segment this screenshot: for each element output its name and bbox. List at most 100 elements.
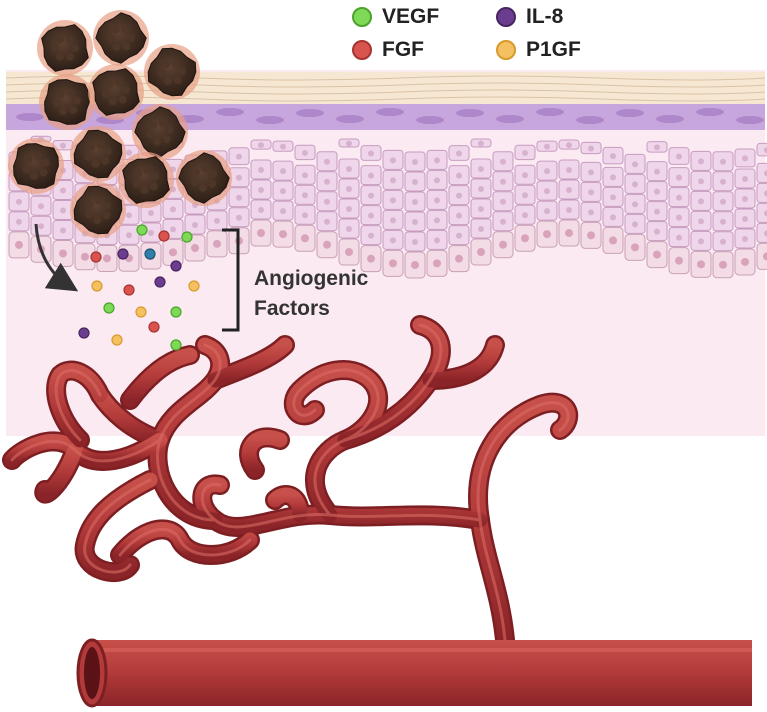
tumor-texture: [30, 171, 39, 180]
fgf-swatch: [352, 40, 372, 60]
tumor-texture: [126, 33, 135, 42]
tumor-cell-icon: [132, 104, 188, 160]
tumor-texture: [199, 183, 208, 192]
cell-nucleus: [345, 247, 353, 256]
tumor-texture: [71, 44, 79, 52]
tumor-texture: [39, 168, 48, 177]
cell-nucleus: [301, 234, 309, 243]
cell-nucleus: [500, 218, 506, 225]
cell-nucleus: [390, 157, 396, 164]
angiogenic-factor-dots: [78, 224, 200, 351]
cell-nucleus: [654, 208, 660, 215]
tumor-texture: [134, 169, 143, 178]
tumor-texture: [102, 211, 111, 220]
cell-nucleus: [148, 229, 154, 236]
cell-nucleus: [632, 221, 638, 228]
cell-nucleus: [367, 254, 375, 263]
factor-dot: [135, 306, 147, 318]
cell-nucleus: [676, 214, 682, 221]
cell-nucleus: [698, 198, 704, 205]
cell-nucleus: [258, 207, 264, 214]
cell-nucleus: [16, 218, 22, 225]
cell-nucleus: [389, 259, 397, 268]
tumor-texture: [51, 44, 59, 52]
cell-nucleus: [324, 198, 330, 205]
cell-nucleus: [742, 175, 748, 182]
tumor-texture: [96, 140, 105, 149]
cell-nucleus: [742, 235, 748, 242]
tumor-texture: [53, 99, 62, 108]
epithelial-cell: [756, 162, 767, 183]
cell-nucleus: [764, 230, 767, 237]
cell-nucleus: [390, 237, 396, 244]
cell-nucleus: [610, 194, 616, 201]
tumor-body: [73, 129, 123, 179]
cell-nucleus: [500, 158, 506, 165]
cell-nucleus: [742, 215, 748, 222]
cell-nucleus: [478, 165, 484, 172]
cell-nucleus: [433, 259, 441, 268]
tumor-texture: [59, 107, 68, 116]
cell-nucleus: [478, 140, 484, 147]
cell-nucleus: [654, 144, 660, 151]
legend-item-vegf: VEGF: [352, 5, 439, 29]
cell-nucleus: [280, 208, 286, 215]
tumor-texture: [173, 76, 182, 85]
tumor-texture: [56, 90, 65, 99]
cell-nucleus: [544, 188, 550, 195]
cell-nucleus: [412, 159, 418, 165]
cell-nucleus: [434, 157, 440, 164]
annotation-line2: Factors: [254, 297, 330, 320]
factor-dot: [78, 327, 90, 339]
cell-nucleus: [588, 189, 594, 196]
p1gf-swatch: [496, 40, 516, 60]
cell-nucleus: [698, 178, 704, 185]
tumor-texture: [153, 137, 162, 146]
cell-nucleus: [236, 214, 242, 221]
cell-nucleus: [631, 243, 639, 252]
tumor-cell-icon: [37, 20, 93, 76]
bracket-icon: [222, 228, 240, 332]
legend-label: P1GF: [526, 38, 581, 61]
factor-dot: [170, 339, 182, 351]
cell-nucleus: [676, 194, 682, 201]
cell-nucleus: [764, 170, 767, 177]
cell-nucleus: [213, 239, 221, 248]
cell-nucleus: [60, 227, 66, 234]
cell-nucleus: [544, 143, 550, 150]
tumor-texture: [101, 156, 110, 165]
cell-nucleus: [675, 256, 683, 265]
cell-nucleus: [169, 248, 177, 257]
factor-dot: [123, 284, 135, 296]
factor-dot: [117, 248, 129, 260]
tumor-texture: [149, 120, 158, 129]
tumor-texture: [108, 97, 117, 106]
cell-nucleus: [499, 240, 507, 249]
cell-nucleus: [720, 218, 726, 225]
tumor-body: [147, 47, 197, 97]
cell-nucleus: [368, 172, 374, 179]
cell-nucleus: [456, 192, 462, 199]
cell-nucleus: [720, 238, 726, 245]
cell-nucleus: [412, 239, 418, 245]
main-blood-vessel: [76, 638, 767, 708]
cell-nucleus: [236, 194, 242, 201]
cell-nucleus: [126, 149, 132, 156]
tumor-texture: [158, 118, 167, 127]
tumor-texture: [177, 67, 186, 76]
cell-nucleus: [192, 221, 198, 228]
cell-nucleus: [257, 229, 265, 238]
cell-nucleus: [126, 232, 132, 239]
tumor-texture: [85, 210, 94, 219]
cell-nucleus: [698, 158, 704, 165]
tumor-texture: [151, 172, 160, 181]
cell-nucleus: [38, 203, 44, 210]
cell-nucleus: [81, 252, 89, 261]
tumor-texture: [200, 164, 209, 173]
cell-nucleus: [302, 149, 308, 156]
cell-nucleus: [478, 185, 484, 192]
cell-nucleus: [258, 167, 264, 174]
tumor-texture: [102, 89, 111, 98]
cell-nucleus: [566, 207, 572, 214]
